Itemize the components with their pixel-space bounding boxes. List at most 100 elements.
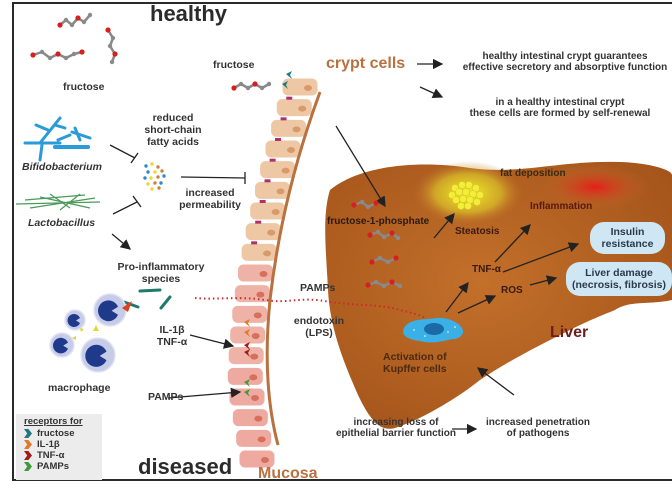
arrow-pamps-to-mucosa xyxy=(167,387,242,399)
pamps-dotted-path xyxy=(194,297,426,319)
molecule-atom xyxy=(238,81,244,87)
molecule-atom xyxy=(245,85,251,91)
reduced-scfa-line2: short-chain xyxy=(144,123,202,136)
epithelial-cell xyxy=(249,201,287,221)
legend-label: fructose xyxy=(37,428,75,439)
pro-inflammatory-label: Pro-inflammatory species xyxy=(116,261,206,286)
cell-nucleus xyxy=(287,147,296,153)
fructose-1-phosphate-label: fructose-1-phosphate xyxy=(327,216,430,227)
title-healthy: healthy xyxy=(150,1,228,26)
scfa-particle xyxy=(160,169,164,173)
molecule-atom xyxy=(365,282,371,288)
epithelial-cell xyxy=(226,366,264,386)
kupffer-line1: Activation of xyxy=(383,351,447,363)
epithelial-cell xyxy=(231,304,269,324)
molecule-atom xyxy=(359,199,365,205)
barrier-loss-label: increasing loss of epithelial barrier fu… xyxy=(335,417,457,439)
scfa-particles-icon xyxy=(143,162,166,191)
il1b-label: IL-1β xyxy=(159,324,185,336)
tnfa-receptor-icon xyxy=(24,451,32,460)
molecule-atom xyxy=(55,51,61,57)
liver-damage-bubble: Liver damage (necrosis, fibrosis) xyxy=(566,262,672,296)
molecule-atom xyxy=(367,232,373,238)
tight-junction xyxy=(269,158,276,162)
scfa-particle xyxy=(159,181,163,185)
molecule-atom xyxy=(71,51,77,57)
fat-droplets-icon xyxy=(448,181,484,210)
macrophage-nucleus xyxy=(98,300,118,322)
tight-junction xyxy=(275,138,282,141)
cell-nucleus xyxy=(256,291,265,298)
arrow-kupffer-to-tnf xyxy=(445,281,469,313)
scfa-particle xyxy=(153,170,157,174)
molecule-atom xyxy=(63,55,69,61)
fructose-molecules-icon xyxy=(30,12,403,289)
molecule-atom xyxy=(369,259,375,265)
crypt-note-1-line2: effective secretory and absorptive funct… xyxy=(462,62,668,74)
epithelial-cell xyxy=(281,77,319,97)
scfa-particle xyxy=(150,162,154,166)
endotoxin-label: endotoxin (LPS) xyxy=(293,315,345,340)
cell-nucleus xyxy=(251,333,260,339)
arrow-tnf-to-insulin xyxy=(502,242,580,273)
lactobacillus-label: Lactobacillus xyxy=(28,217,96,229)
bifidobacterium-icon xyxy=(23,116,92,162)
liver-label: Liver xyxy=(550,324,589,341)
cell-nucleus xyxy=(276,188,285,195)
molecule-atom xyxy=(110,35,116,41)
scfa-particle xyxy=(157,186,161,190)
cell-nucleus xyxy=(271,209,280,215)
molecule-atom xyxy=(389,230,395,236)
liver-damage-line2: (necrosis, fibrosis) xyxy=(572,279,666,291)
pro-inflammatory-line2: species xyxy=(141,272,181,285)
arrow-mucosa-to-liver xyxy=(335,125,386,208)
permeability-line1: increased xyxy=(185,187,235,199)
epithelial-cell xyxy=(254,180,291,200)
permeability-line2: permeability xyxy=(179,198,241,211)
epithelial-cell xyxy=(240,242,278,262)
molecule-atom xyxy=(57,22,63,28)
legend-item-fructose: fructose xyxy=(24,428,102,439)
penetration-line2: of pathogens xyxy=(506,428,570,440)
molecule-atom xyxy=(30,52,36,58)
tnfa-label-left: TNF-α xyxy=(156,335,188,348)
epithelial-cell xyxy=(264,139,302,159)
liver-damage-line1: Liver damage xyxy=(585,266,653,279)
receptor-icon xyxy=(244,379,250,387)
molecule-atom xyxy=(365,204,371,210)
pamps-label-mucosa: PAMPs xyxy=(300,282,336,294)
scfa-particle xyxy=(146,182,150,186)
bifidobacterium-label: Bifidobacterium xyxy=(22,161,102,173)
crypt-note-2-line2: these cells are formed by self-renewal xyxy=(469,108,651,120)
molecule-atom xyxy=(39,49,45,55)
mucosa-label: Mucosa xyxy=(258,465,318,482)
molecule-atom xyxy=(112,51,118,57)
cell-nucleus xyxy=(281,167,290,174)
inflammation-glow xyxy=(540,165,650,209)
epithelial-cell xyxy=(244,222,282,242)
molecule-atom xyxy=(351,202,357,208)
endotoxin-line2: (LPS) xyxy=(305,326,333,339)
mucosa-basement-line xyxy=(265,91,322,446)
cell-nucleus xyxy=(253,312,262,319)
increased-permeability-label: increased permeability xyxy=(175,187,245,212)
cell-nucleus xyxy=(251,395,259,401)
pathogen-penetration-label: increased penetration of pathogens xyxy=(483,417,593,439)
molecule-atom xyxy=(395,235,401,241)
legend-item-pamps: PAMPs xyxy=(24,461,102,472)
insulin-line1: Insulin xyxy=(610,225,645,238)
insulin-line2: resistance xyxy=(601,238,654,250)
pamps-label-left: PAMPs xyxy=(148,391,184,403)
legend-item-il1b: IL-1β xyxy=(24,439,102,450)
cell-nucleus xyxy=(249,374,258,381)
arrow-cytokines-to-mucosa xyxy=(189,334,235,349)
scfa-particle xyxy=(153,181,157,185)
cell-nucleus xyxy=(261,457,269,463)
fructose-receptor-icon xyxy=(286,71,292,79)
endotoxin-line1: endotoxin xyxy=(293,315,345,327)
inhibit-lacto-bar xyxy=(132,195,142,208)
legend-title: receptors for xyxy=(24,416,83,427)
pro-inflammatory-bacteria-icon xyxy=(122,288,172,310)
tight-junction xyxy=(255,220,262,224)
